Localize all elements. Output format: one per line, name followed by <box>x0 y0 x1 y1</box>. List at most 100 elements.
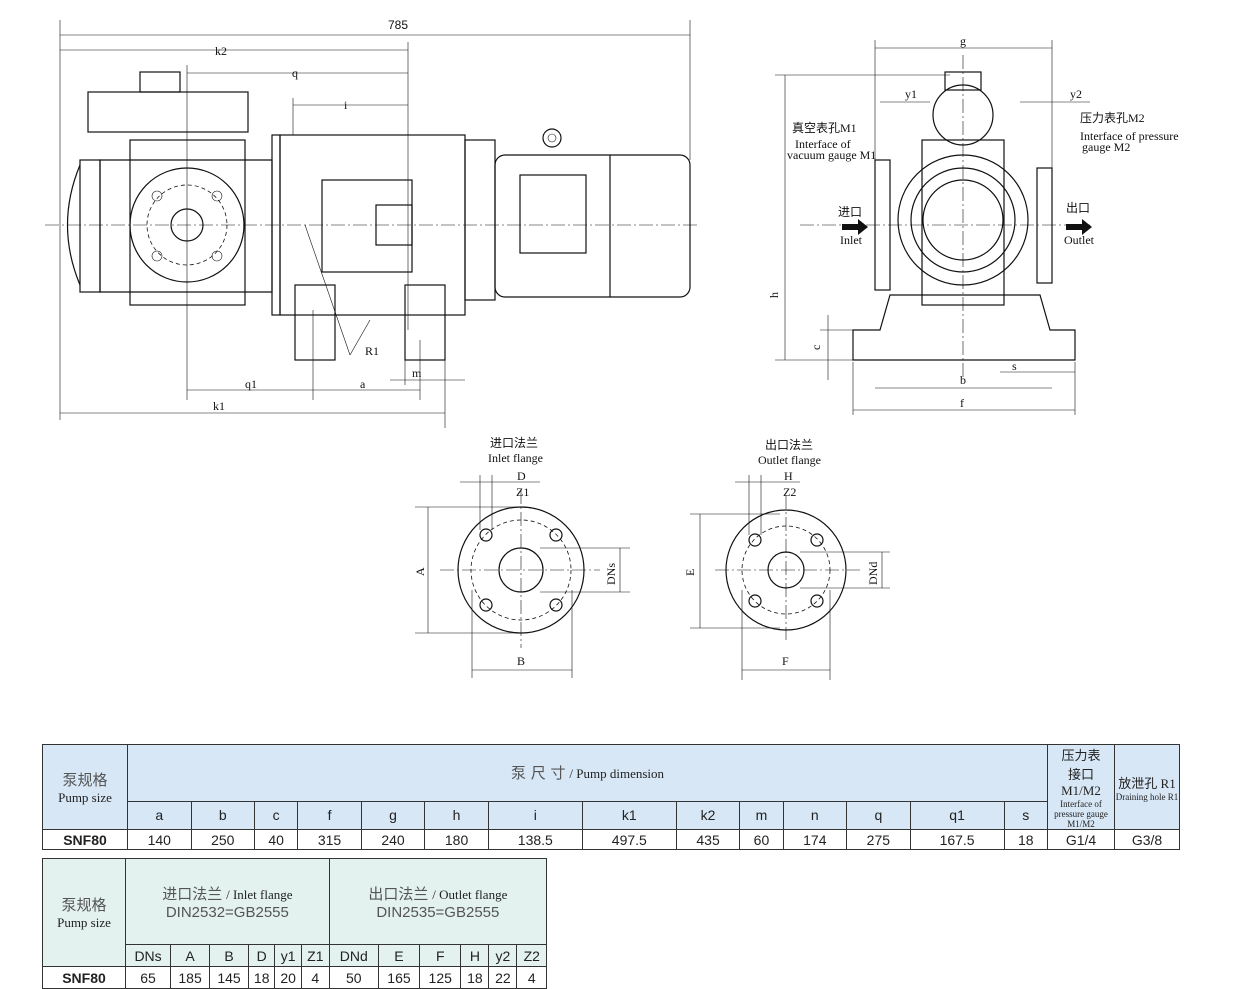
value-cell-E: 165 <box>377 966 421 989</box>
column-header-Z1: Z1 <box>300 944 330 967</box>
value-cell-y2: 22 <box>488 966 518 989</box>
drain-header-en: Draining hole R1 <box>1115 791 1179 802</box>
dim-s: s <box>1012 359 1017 373</box>
pump-size-cell: SNF80 <box>42 829 128 850</box>
column-header-q: q <box>846 800 911 831</box>
outlet-arrow-icon <box>1066 219 1092 235</box>
column-header-y1: y1 <box>274 944 302 967</box>
inlet-dim-DN: DNs <box>604 563 618 585</box>
dimension-header-cn: 泵 尺 寸 <box>510 764 566 783</box>
dim-m: m <box>412 366 422 380</box>
drain-cell: G3/8 <box>1114 829 1180 850</box>
label-vacuum-cn: 真空表孔M1 <box>792 121 857 135</box>
dim-q: q <box>292 66 298 80</box>
value-cell-H: 18 <box>460 966 490 989</box>
outlet-dim-DN: DNd <box>866 562 880 585</box>
column-header-f: f <box>297 800 362 831</box>
value-cell-g: 240 <box>360 829 426 850</box>
gauge-header-cn1: 压力表 <box>1061 748 1101 763</box>
label-outlet-cn: 出口 <box>1066 201 1090 215</box>
outlet-standard: DIN2535=GB2555 <box>376 903 500 921</box>
inlet-flange-title-cn: 进口法兰 <box>490 436 538 450</box>
value-cell-k1: 497.5 <box>581 829 677 850</box>
inlet-header-cn: 进口法兰 <box>162 884 223 903</box>
outlet-flange-view: 出口法兰 Outlet flange H Z2 E F DNd <box>683 438 890 680</box>
outlet-flange-title-cn: 出口法兰 <box>765 438 813 452</box>
gauge-header-cn2: 接口 M1/M2 <box>1061 767 1101 798</box>
inlet-flange-view: 进口法兰 Inlet flange D Z1 A B DNs <box>413 436 630 678</box>
column-header-a: a <box>127 800 192 831</box>
dimension-header-en: / Pump dimension <box>569 766 665 782</box>
gauge-header-en: Interface of pressure gauge M1/M2 <box>1054 799 1108 829</box>
size-header-cn: 泵规格 <box>61 896 107 914</box>
inlet-dim-A: A <box>413 567 427 576</box>
label-vacuum-en1: Interface of <box>795 137 851 151</box>
label-vacuum-en2: vacuum gauge M1 <box>787 148 876 162</box>
column-header-A: A <box>170 944 211 967</box>
value-cell-DNs: 65 <box>124 966 172 989</box>
column-header-DNs: DNs <box>124 944 172 967</box>
outlet-dim-Z2: Z2 <box>783 485 796 499</box>
column-header-h: h <box>424 800 489 831</box>
dim-b: b <box>960 373 966 387</box>
gauge-cell: G1/4 <box>1047 829 1115 850</box>
column-header-DNd: DNd <box>328 944 379 967</box>
value-cell-i: 138.5 <box>487 829 583 850</box>
dim-g: g <box>960 34 966 48</box>
label-inlet-en: Inlet <box>840 233 863 247</box>
front-view: g y1 y2 h c b s f 真空表孔M1 Interface of va… <box>767 34 1179 415</box>
value-cell-D: 18 <box>247 966 276 989</box>
inlet-header-en: / Inlet flange <box>226 886 293 902</box>
column-header-Z2: Z2 <box>516 944 547 967</box>
column-header-q1: q1 <box>909 800 1005 831</box>
size-header-en: Pump size <box>57 915 111 930</box>
value-cell-c: 40 <box>254 829 299 850</box>
column-header-k2: k2 <box>675 800 741 831</box>
dim-a: a <box>360 377 366 391</box>
value-cell-Z2: 4 <box>516 966 547 989</box>
column-header-i: i <box>487 800 583 831</box>
outlet-dim-H: H <box>784 469 793 483</box>
label-outlet-en: Outlet <box>1064 233 1095 247</box>
column-header-y2: y2 <box>488 944 518 967</box>
label-inlet-cn: 进口 <box>838 205 862 219</box>
value-cell-s: 18 <box>1003 829 1049 850</box>
value-cell-q: 275 <box>846 829 911 850</box>
value-cell-y1: 20 <box>274 966 302 989</box>
label-pressure-en2: gauge M2 <box>1082 140 1130 154</box>
outlet-dim-E: E <box>683 569 697 576</box>
dim-q1: q1 <box>245 377 257 391</box>
column-header-F: F <box>419 944 462 967</box>
label-pressure-cn: 压力表孔M2 <box>1080 111 1145 125</box>
value-cell-n: 174 <box>782 829 848 850</box>
column-header-D: D <box>247 944 276 967</box>
inlet-dim-D: D <box>517 469 526 483</box>
outlet-dim-F: F <box>782 654 789 668</box>
column-header-n: n <box>782 800 848 831</box>
inlet-dim-B: B <box>517 654 525 668</box>
column-header-m: m <box>739 800 784 831</box>
value-cell-A: 185 <box>170 966 211 989</box>
outlet-flange-title-en: Outlet flange <box>758 453 821 467</box>
value-cell-k2: 435 <box>675 829 741 850</box>
label-r1: R1 <box>365 344 379 358</box>
dim-k2: k2 <box>215 44 227 58</box>
dim-h: h <box>767 292 781 298</box>
value-cell-q1: 167.5 <box>909 829 1005 850</box>
value-cell-F: 125 <box>419 966 462 989</box>
value-cell-b: 250 <box>190 829 256 850</box>
column-header-g: g <box>360 800 426 831</box>
dim-c: c <box>809 345 823 350</box>
column-header-s: s <box>1003 800 1049 831</box>
pump-technical-drawing: 785 k2 q i q1 a m <box>45 18 1179 680</box>
outlet-header-en: / Outlet flange <box>432 886 508 902</box>
